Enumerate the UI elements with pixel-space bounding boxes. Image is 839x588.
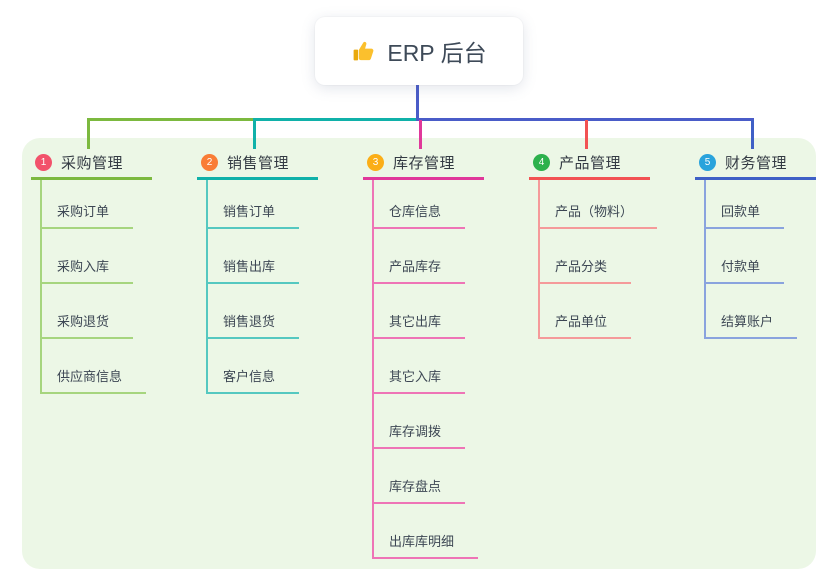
- branch-heading[interactable]: 1 采购管理: [31, 148, 152, 180]
- branch: 1 采购管理 采购订单采购入库采购退货供应商信息: [31, 148, 191, 394]
- branch-label: 库存管理: [393, 155, 456, 172]
- branches-background-panel: [22, 138, 816, 569]
- child-node[interactable]: 仓库信息: [374, 180, 466, 229]
- child-node[interactable]: 采购退货: [42, 284, 134, 339]
- thumbs-up-icon: [351, 39, 376, 64]
- branch-label: 财务管理: [725, 155, 788, 172]
- root-node-label: ERP 后台: [387, 40, 487, 66]
- branch: 4 产品管理 产品（物料）产品分类产品单位: [529, 148, 689, 339]
- child-node[interactable]: 付款单: [706, 229, 785, 284]
- child-node[interactable]: 产品库存: [374, 229, 466, 284]
- child-node[interactable]: 库存盘点: [374, 449, 466, 504]
- branch: 3 库存管理 仓库信息产品库存其它出库其它入库库存调拨库存盘点出库库明细: [363, 148, 523, 559]
- branch-label: 产品管理: [559, 155, 622, 172]
- branch-children: 仓库信息产品库存其它出库其它入库库存调拨库存盘点出库库明细: [372, 180, 479, 559]
- branch-number-badge: 2: [201, 154, 218, 171]
- child-node[interactable]: 回款单: [706, 180, 785, 229]
- branch-label: 采购管理: [61, 155, 124, 172]
- connector-line: [418, 118, 754, 121]
- child-node[interactable]: 客户信息: [208, 339, 300, 394]
- branch-heading[interactable]: 4 产品管理: [529, 148, 650, 180]
- child-node[interactable]: 供应商信息: [42, 339, 147, 394]
- branch-heading[interactable]: 5 财务管理: [695, 148, 816, 180]
- branch-children: 产品（物料）产品分类产品单位: [538, 180, 658, 339]
- branch-children: 回款单付款单结算账户: [704, 180, 798, 339]
- child-node[interactable]: 销售出库: [208, 229, 300, 284]
- root-node[interactable]: ERP 后台: [315, 17, 523, 85]
- connector-line: [419, 120, 422, 149]
- connector-line: [87, 120, 90, 149]
- child-node[interactable]: 产品（物料）: [540, 180, 658, 229]
- connector-line: [87, 118, 256, 121]
- child-node[interactable]: 销售订单: [208, 180, 300, 229]
- child-node[interactable]: 库存调拨: [374, 394, 466, 449]
- branch-number-badge: 5: [699, 154, 716, 171]
- branch-number-badge: 1: [35, 154, 52, 171]
- child-node[interactable]: 产品单位: [540, 284, 632, 339]
- connector-line: [585, 120, 588, 149]
- child-node[interactable]: 采购订单: [42, 180, 134, 229]
- connector-line: [416, 85, 419, 121]
- branch: 5 财务管理 回款单付款单结算账户: [695, 148, 839, 339]
- connector-line: [253, 118, 419, 121]
- branch-number-badge: 4: [533, 154, 550, 171]
- branch-children: 销售订单销售出库销售退货客户信息: [206, 180, 300, 394]
- connector-line: [253, 120, 256, 149]
- child-node[interactable]: 采购入库: [42, 229, 134, 284]
- branch-children: 采购订单采购入库采购退货供应商信息: [40, 180, 147, 394]
- branch-label: 销售管理: [227, 155, 290, 172]
- child-node[interactable]: 产品分类: [540, 229, 632, 284]
- child-node[interactable]: 出库库明细: [374, 504, 479, 559]
- branch-number-badge: 3: [367, 154, 384, 171]
- connector-line: [751, 120, 754, 149]
- child-node[interactable]: 结算账户: [706, 284, 798, 339]
- branch-heading[interactable]: 3 库存管理: [363, 148, 484, 180]
- child-node[interactable]: 其它出库: [374, 284, 466, 339]
- child-node[interactable]: 其它入库: [374, 339, 466, 394]
- branch: 2 销售管理 销售订单销售出库销售退货客户信息: [197, 148, 357, 394]
- branch-heading[interactable]: 2 销售管理: [197, 148, 318, 180]
- child-node[interactable]: 销售退货: [208, 284, 300, 339]
